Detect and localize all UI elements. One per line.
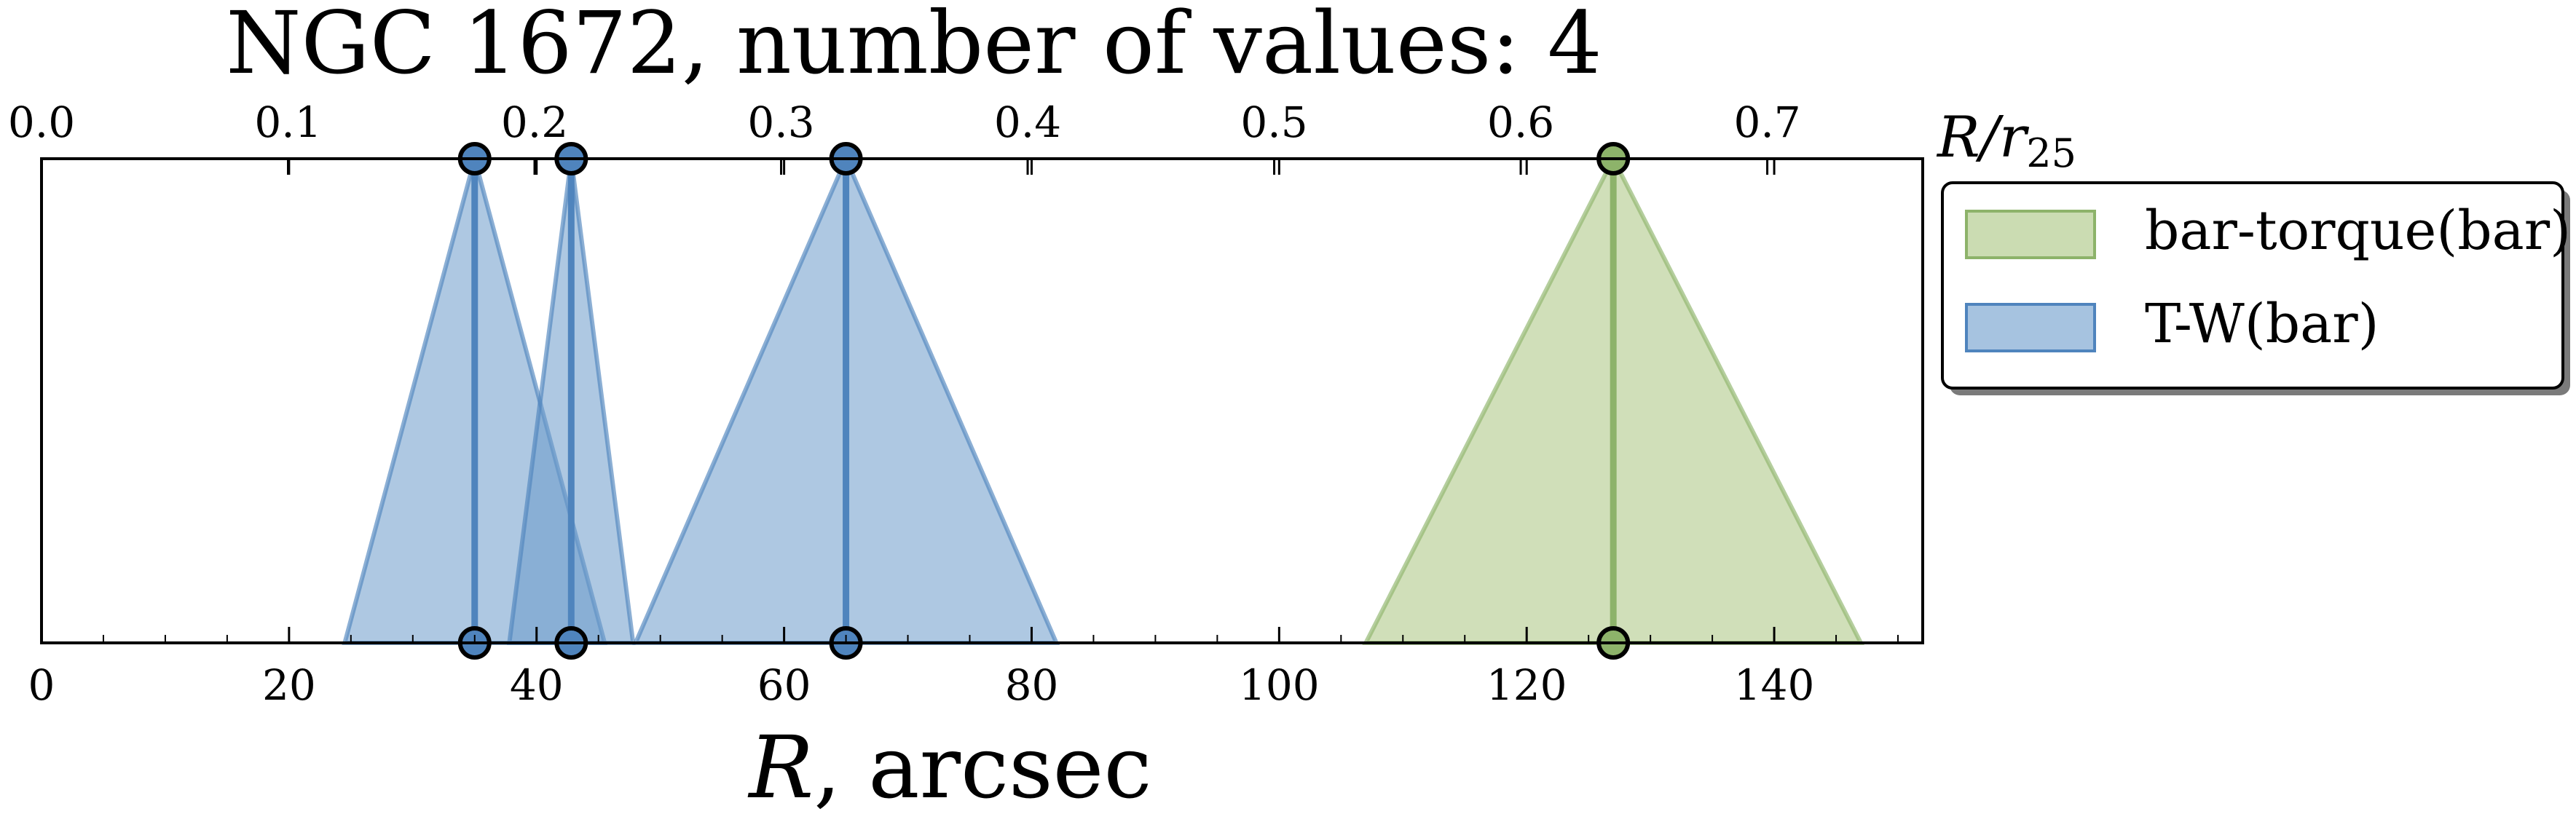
x-tick-label: 20 xyxy=(262,660,316,710)
top-tick-label: 0.7 xyxy=(1733,98,1800,147)
legend-swatch-0 xyxy=(1965,210,2096,259)
top-axis-label-subscript: 25 xyxy=(2026,130,2076,176)
chart-title: NGC 1672, number of values: 4 xyxy=(226,0,1602,93)
legend-label-1: T-W(bar) xyxy=(2145,293,2379,355)
x-tick-label: 100 xyxy=(1239,660,1320,710)
top-tick-label: 0.2 xyxy=(501,98,568,147)
legend-label-0: bar-torque(bar) xyxy=(2145,199,2571,262)
x-tick-label: 80 xyxy=(1005,660,1059,710)
x-tick-label: 0 xyxy=(28,660,55,710)
legend: bar-torque(bar) T-W(bar) xyxy=(1941,181,2571,395)
top-axis-label-main: R/r xyxy=(1936,105,2030,170)
x-axis-label-unit: , arcsec xyxy=(814,717,1151,818)
x-tick-label: 40 xyxy=(510,660,564,710)
top-tick-label: 0.1 xyxy=(254,98,321,147)
x-tick-label: 140 xyxy=(1734,660,1815,710)
top-tick-label: 0.6 xyxy=(1487,98,1554,147)
x-axis-label: R, arcsec xyxy=(747,717,1151,818)
plot-marks xyxy=(342,142,1864,660)
x-axis-top: 0.0 0.1 0.2 0.3 0.4 0.5 0.6 0.7 xyxy=(8,98,1801,175)
top-tick-label: 0.4 xyxy=(994,98,1061,147)
top-axis-label: R/r25 xyxy=(1936,105,2076,176)
x-axis-label-variable: R xyxy=(747,717,814,818)
top-tick-label: 0.3 xyxy=(747,98,814,147)
top-tick-label: 0.0 xyxy=(8,98,75,147)
legend-box xyxy=(1941,181,2564,390)
top-tick-label: 0.5 xyxy=(1240,98,1307,147)
plot-frame xyxy=(40,157,1924,644)
x-tick-label: 60 xyxy=(757,660,811,710)
legend-swatch-1 xyxy=(1965,303,2096,352)
x-axis-bottom: 0 20 40 60 80 100 120 140 xyxy=(28,159,1899,710)
x-tick-label: 120 xyxy=(1486,660,1567,710)
